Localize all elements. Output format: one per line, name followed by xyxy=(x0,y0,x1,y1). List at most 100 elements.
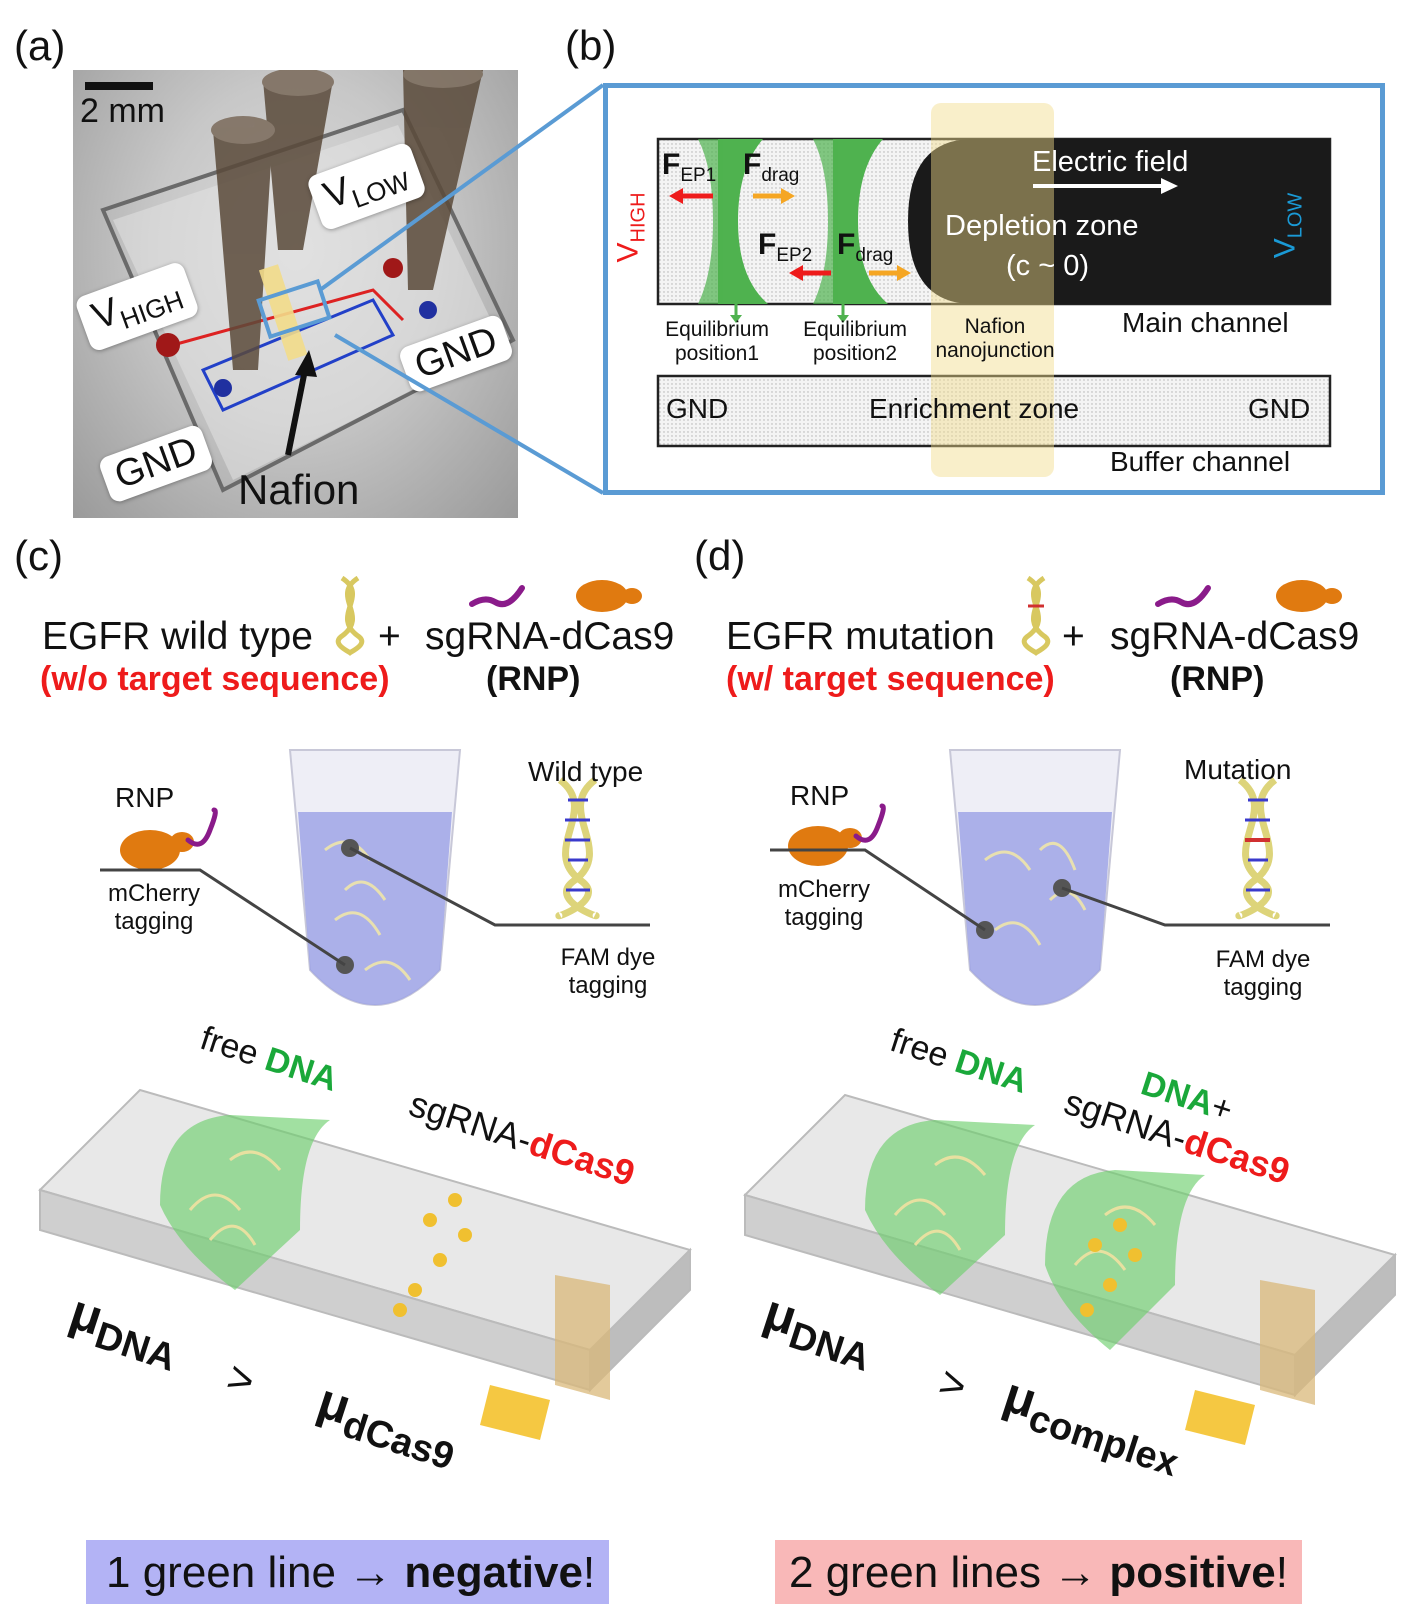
scale-bar xyxy=(85,82,153,90)
wild-type-dna-illustration xyxy=(555,777,600,920)
nafion-patch-c xyxy=(555,1275,610,1400)
dcas9-icon xyxy=(576,580,642,612)
rnp-illustration xyxy=(120,807,218,870)
panel-c-subtitle: (w/o target sequence) xyxy=(40,660,390,698)
f-ep2-sub: EP2 xyxy=(776,245,813,266)
depletion-zone xyxy=(908,139,1330,304)
tube-diagram-c xyxy=(100,749,650,1006)
panel-d-result: 2 green lines → positive! xyxy=(775,1540,1302,1604)
rnp-illustration-d xyxy=(788,803,886,866)
enrichment-zone-label: Enrichment zone xyxy=(869,393,1080,424)
panel-c-rnp-name: sgRNA-dCas9 xyxy=(425,615,675,658)
panel-c-rnp-label: RNP xyxy=(115,782,175,813)
tube-liquid xyxy=(298,812,452,1005)
zoom-frame xyxy=(603,83,1385,495)
device-photo-drawing xyxy=(85,70,516,493)
eq1-label: Equilibrium position1 xyxy=(652,318,782,366)
panel-a-letter: (a) xyxy=(14,22,66,69)
f-ep1-main: F xyxy=(662,148,681,181)
eq2-line1: Equilibrium xyxy=(803,318,907,341)
panel-c-rnp-abbrev: (RNP) xyxy=(486,660,581,698)
green-band-c xyxy=(160,1115,330,1290)
device-photo xyxy=(73,70,518,518)
electric-field-label: Electric field xyxy=(1032,146,1189,178)
panel-c-result-bold: negative xyxy=(404,1548,583,1597)
channel-3d-d xyxy=(743,1093,1397,1445)
nafion-arrow-head xyxy=(295,350,317,377)
nafion-line1: Nafion xyxy=(964,315,1026,338)
panel-d-title: EGFR mutation xyxy=(726,615,995,658)
zoom-selection-box xyxy=(256,278,332,340)
f-drag1-sub: drag xyxy=(761,165,800,186)
blue-reservoir xyxy=(214,379,232,397)
f-ep2-label: FEP2 xyxy=(758,228,812,267)
panel-d-mcherry-2: tagging xyxy=(784,904,864,931)
panel-d-mcherry-1: mCherry xyxy=(777,876,870,903)
band-2 xyxy=(833,139,888,304)
v-high-b-main: V xyxy=(611,242,645,263)
nafion-nanojunction xyxy=(931,103,1054,477)
f-drag2-main: F xyxy=(837,228,856,261)
v-low-vertical-label: VLOW xyxy=(1268,193,1307,259)
f-ep2-main: F xyxy=(758,228,777,261)
panel-d-result-prefix: 2 green lines → xyxy=(789,1548,1110,1597)
panel-c-icons xyxy=(335,576,642,656)
complex-dots-d xyxy=(1080,1218,1142,1317)
band-1 xyxy=(718,139,768,304)
panel-d-fam-1: FAM dye xyxy=(1215,946,1311,973)
scale-bar-label: 2 mm xyxy=(80,92,165,130)
mutation-dna-illustration xyxy=(1235,777,1280,920)
panel-c-mu-dcas9-sub: dCas9 xyxy=(337,1403,460,1479)
schematic-drawing xyxy=(656,103,1332,477)
dcas9-icon-d xyxy=(1276,580,1342,612)
concentration-label: (c ~ 0) xyxy=(1006,250,1089,282)
panel-d-icons xyxy=(1021,576,1342,656)
panel-d-result-suffix: ! xyxy=(1275,1548,1288,1597)
green-band-1-d xyxy=(865,1120,1035,1295)
f-drag2-sub: drag xyxy=(855,245,894,266)
panel-d-rnp-abbrev: (RNP) xyxy=(1170,660,1265,698)
panel-d-mcherry-label: mCherry tagging xyxy=(764,876,884,932)
panel-c-title: EGFR wild type xyxy=(42,615,313,658)
nafion-arrow xyxy=(285,369,308,456)
v-low-b-sub: LOW xyxy=(1284,192,1307,239)
panel-d-dna-label: Mutation xyxy=(1184,754,1292,785)
panel-d-letter: (d) xyxy=(694,532,746,579)
nafion-line2: nanojunction xyxy=(935,339,1055,362)
red-reservoir-2 xyxy=(383,258,403,278)
callout-lines xyxy=(318,83,605,495)
v-high-vertical-label: VHIGH xyxy=(612,192,651,262)
f-drag1-main: F xyxy=(743,148,762,181)
main-channel-label: Main channel xyxy=(1122,307,1289,338)
f-ep1-label: FEP1 xyxy=(662,148,716,187)
panel-c-mcherry-1: mCherry xyxy=(107,880,200,907)
nafion-label: Nafion xyxy=(238,466,360,513)
panel-c-result-suffix: ! xyxy=(582,1548,596,1597)
eq2-label: Equilibrium position2 xyxy=(790,318,920,366)
channel-3d-c xyxy=(38,1088,692,1440)
tube-liquid-d xyxy=(958,812,1112,1005)
panel-c-mcherry-label: mCherry tagging xyxy=(94,880,214,936)
nafion-strip xyxy=(258,264,308,361)
panel-d-fam-label: FAM dye tagging xyxy=(1203,946,1323,1002)
nafion-nanojunction-label: Nafion nanojunction xyxy=(925,315,1065,363)
f-ep1-sub: EP1 xyxy=(680,165,717,186)
panel-c-letter: (c) xyxy=(14,532,63,579)
depletion-zone-label: Depletion zone xyxy=(945,210,1139,242)
panel-d-plus: + xyxy=(1062,615,1085,658)
gnd-right-buffer-label: GND xyxy=(1248,393,1311,424)
panel-b-letter: (b) xyxy=(565,22,617,69)
blue-reservoir-2 xyxy=(419,301,437,319)
gnd-left-buffer-label: GND xyxy=(666,393,729,424)
fam-pointer-d xyxy=(1061,886,1330,927)
mcherry-pointer xyxy=(100,868,346,967)
buffer-channel xyxy=(656,374,1332,448)
nafion-tab-d xyxy=(1185,1390,1255,1445)
nafion-patch-d xyxy=(1260,1280,1315,1405)
eq2-line2: position2 xyxy=(812,342,898,365)
panel-d-result-bold: positive xyxy=(1109,1548,1276,1597)
red-reservoir xyxy=(156,333,180,357)
f-drag2-label: Fdrag xyxy=(837,228,893,267)
v-high-b-sub: HIGH xyxy=(627,192,650,243)
eq1-line1: Equilibrium xyxy=(665,318,769,341)
